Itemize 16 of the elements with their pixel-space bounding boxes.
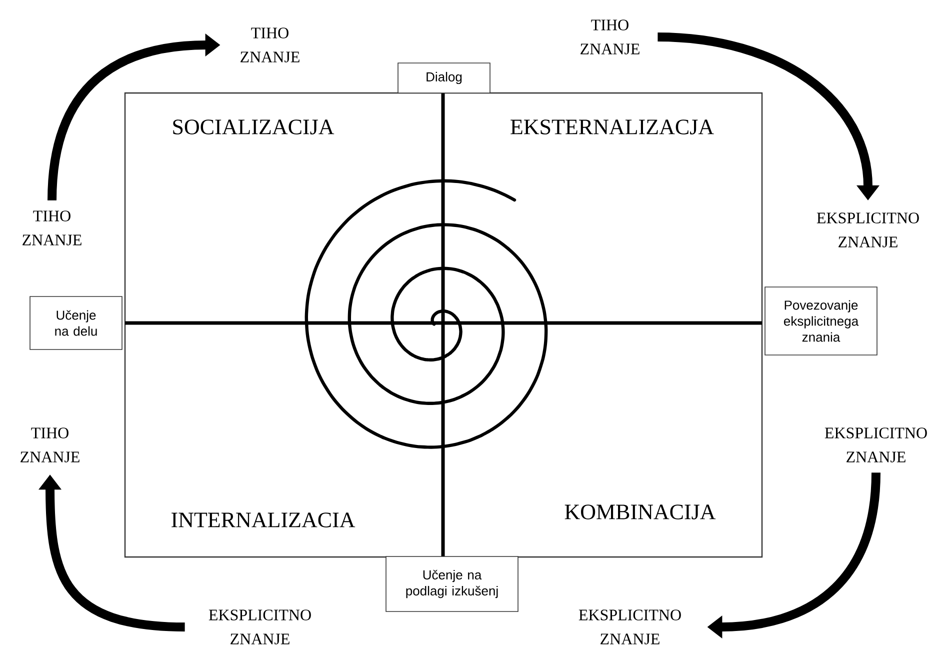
knowledge-label: TIHO ZNANJE bbox=[22, 210, 82, 246]
knowledge-label: EKSPLICITNO ZNANJE bbox=[816, 212, 919, 248]
knowledge-label: TIHO ZNANJE bbox=[240, 28, 300, 62]
quadrant-title: INTERNALIZACIA bbox=[172, 512, 356, 528]
quadrant-title: SOCIALIZACIJA bbox=[173, 120, 334, 134]
label-box: Dialog bbox=[398, 62, 490, 94]
knowledge-label: EKSPLICITNO ZNANJE bbox=[824, 428, 927, 462]
knowledge-label: TIHO ZNANJE bbox=[580, 20, 640, 54]
label-box: Učenje na delu bbox=[30, 296, 122, 350]
knowledge-label: EKSPLICITNO ZNANJE bbox=[208, 610, 311, 644]
quadrant-title: EKSTERNALIZACJA bbox=[510, 120, 714, 134]
label-box: Povezovanje eksplicitnega znania bbox=[764, 286, 878, 356]
quadrant-title: KOMBINACIJA bbox=[564, 504, 716, 520]
knowledge-label: EKSPLICITNO ZNANJE bbox=[578, 610, 681, 644]
label-box: Učenje na podlagi izkušenj bbox=[386, 556, 518, 612]
knowledge-label: TIHO ZNANJE bbox=[20, 428, 80, 462]
